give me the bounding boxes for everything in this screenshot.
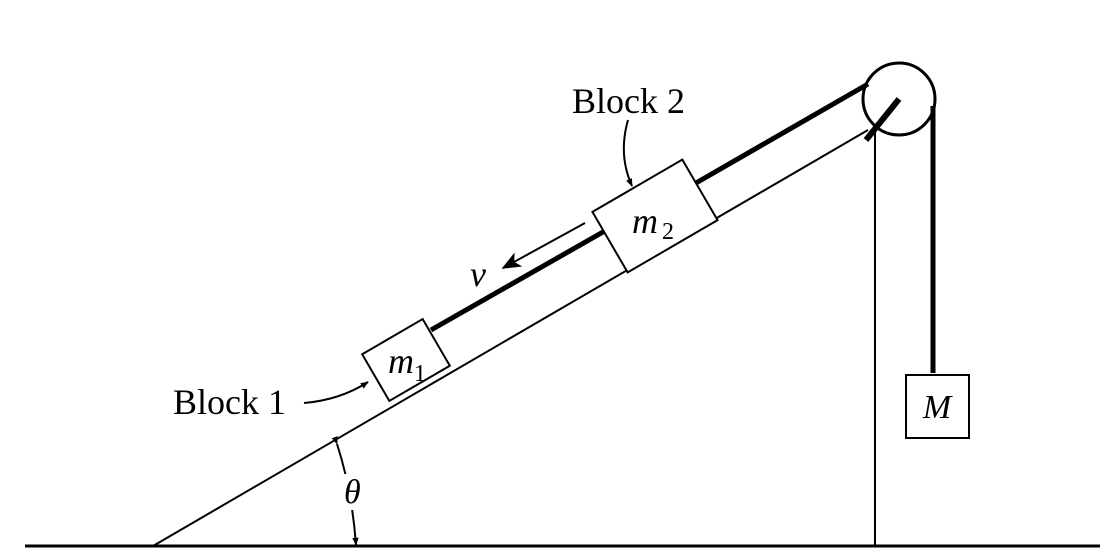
hanging-block — [905, 374, 970, 439]
block-1-mass-label: m1 — [388, 341, 426, 387]
pulley — [861, 61, 937, 137]
block-2-pointer — [622, 119, 633, 187]
block-2 — [591, 158, 719, 274]
rope-incline — [694, 81, 870, 186]
block-1-pointer — [303, 381, 369, 404]
rope-between-blocks — [429, 225, 612, 333]
angle-label: θ — [344, 474, 361, 511]
angle-label-bg — [340, 474, 372, 510]
velocity-label: v — [470, 254, 486, 294]
block-1-label: Block 1 — [173, 382, 286, 422]
velocity-arrow — [501, 222, 586, 269]
block-2-label: Block 2 — [572, 81, 685, 121]
block-1 — [360, 317, 452, 403]
pulley-bracket — [863, 97, 902, 142]
incline-surface — [152, 129, 869, 547]
hanging-mass-label: M — [922, 389, 953, 426]
